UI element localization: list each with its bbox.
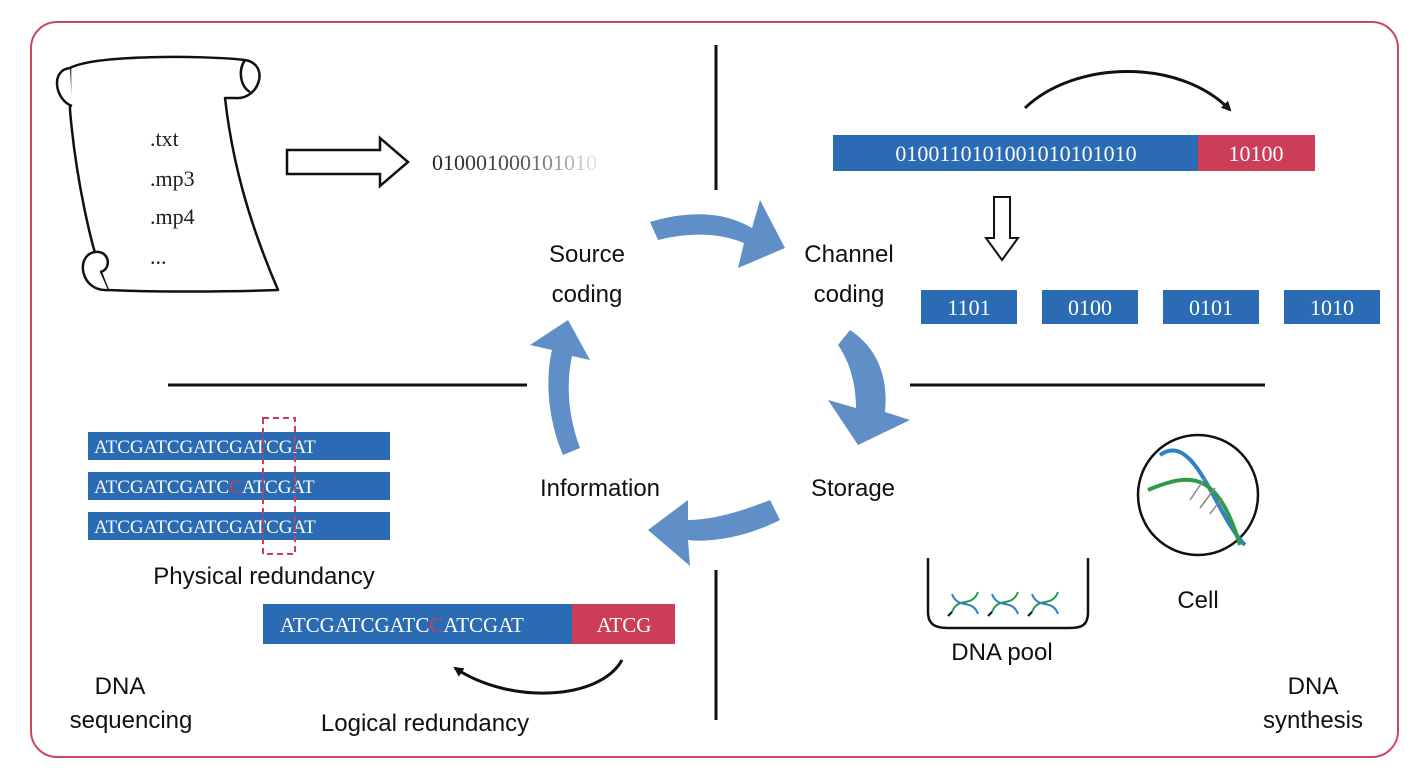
hollow-down-arrow-icon <box>984 196 1020 262</box>
dna-synthesis-label: synthesis <box>1263 707 1363 734</box>
dna-helix-small-icon <box>1027 591 1059 617</box>
logical-parity-text: ATCG <box>597 613 652 637</box>
segment-text: 0101 <box>1189 295 1233 320</box>
dna-row-text: ATCGATCGATCGATCGAT <box>94 517 316 538</box>
parity-bits-bar <box>1198 135 1315 171</box>
cycle-arrow-bottom-icon <box>648 500 780 566</box>
scroll-extension: ... <box>150 244 167 269</box>
binary-stream: 010001000101010 <box>432 150 597 175</box>
logical-data-text: ATCGATCGATCCATCGAT <box>280 613 524 637</box>
scroll-document-icon <box>55 55 280 293</box>
segment-box <box>1163 290 1259 324</box>
segment-box <box>1284 290 1380 324</box>
cycle-arrow-left-icon <box>530 320 590 455</box>
segment-box <box>921 290 1017 324</box>
logical-redundancy-label: Logical redundancy <box>321 710 529 737</box>
parity-bits-text: 10100 <box>1229 141 1284 166</box>
scroll-extension: .mp3 <box>150 166 195 191</box>
segment-text: 1010 <box>1310 295 1354 320</box>
label-source-coding: Source <box>549 241 625 268</box>
dna-pool-container <box>926 558 1090 630</box>
data-bits-bar <box>833 135 1198 171</box>
dna-row-text: ATCGATCGATCGATCGAT <box>94 437 316 458</box>
physical-redundancy-rows: ATCGATCGATCGATCGAT ATCGATCGATCCATCGAT AT… <box>88 417 390 555</box>
segment-text: 1101 <box>947 295 990 320</box>
cycle-arrow-right-icon <box>828 330 910 445</box>
label-channel-coding: coding <box>814 281 885 308</box>
dna-row-text: ATCGATCGATCCATCGAT <box>94 477 315 498</box>
hollow-right-arrow-icon <box>285 135 410 189</box>
dna-row-bar <box>88 472 390 500</box>
cell-label: Cell <box>1177 587 1218 614</box>
label-source-coding: coding <box>552 281 623 308</box>
label-information: Information <box>540 475 660 502</box>
dna-row-bar <box>88 432 390 460</box>
segment-text: 0100 <box>1068 295 1112 320</box>
physical-redundancy-label: Physical redundancy <box>153 563 374 590</box>
cycle-arrows <box>530 200 910 566</box>
dna-helix-cell-icon <box>1147 448 1247 547</box>
segments: 1101 0100 0101 1010 <box>921 290 1380 324</box>
label-channel-coding: Channel <box>804 241 893 268</box>
label-storage: Storage <box>811 475 895 502</box>
scroll-extension: .mp4 <box>150 204 195 229</box>
dna-pool-label: DNA pool <box>951 639 1052 666</box>
logical-data-bar <box>263 604 572 644</box>
cycle-arrow-top-icon <box>650 200 785 268</box>
scroll-extension: .txt <box>150 126 179 151</box>
dna-helix-small-icon <box>987 591 1019 617</box>
logical-parity-bar <box>572 604 675 644</box>
outer-frame <box>30 21 1399 758</box>
dna-row-bar <box>88 512 390 540</box>
curved-arrow-top-icon <box>1023 70 1232 112</box>
curved-arrow-bottom-icon <box>453 659 624 695</box>
error-highlight-box <box>262 417 296 555</box>
dna-sequencing-label: DNA <box>95 673 146 700</box>
data-bits-text: 0100110101001010101010 <box>895 141 1136 166</box>
segment-box <box>1042 290 1138 324</box>
dna-helix-small-icon <box>947 591 979 617</box>
dna-synthesis-label: DNA <box>1288 673 1339 700</box>
dna-sequencing-label: sequencing <box>70 707 193 734</box>
